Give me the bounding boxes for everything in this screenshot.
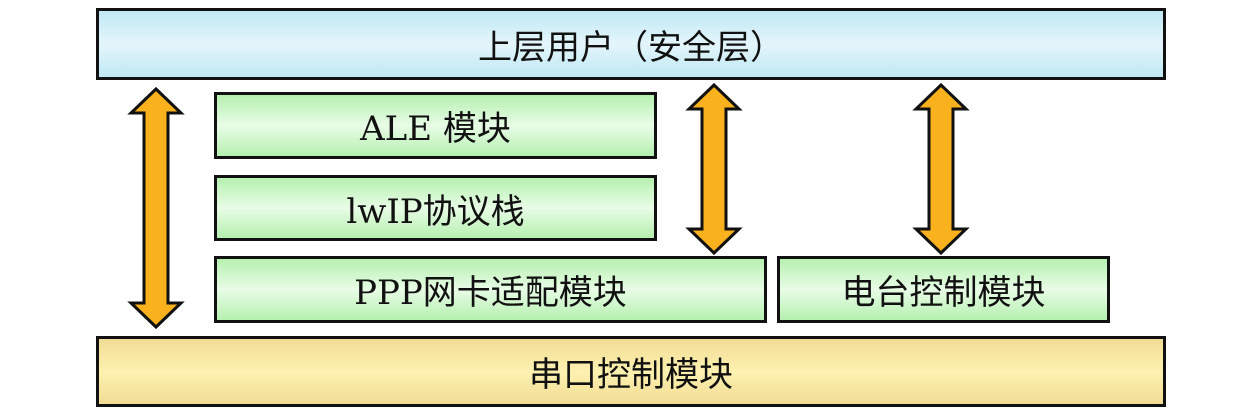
lwip-stack-module: lwIP协议栈 — [214, 175, 657, 241]
upper-user-security-layer: 上层用户（安全层） — [96, 8, 1166, 80]
radio-control-module: 电台控制模块 — [777, 256, 1110, 323]
ppp-adapter-module: PPP网卡适配模块 — [214, 256, 767, 323]
ale-module: ALE 模块 — [214, 92, 657, 159]
lwip-module-label: lwIP协议栈 — [346, 191, 525, 232]
double-arrow-icon — [685, 82, 743, 256]
arrow-top-to-serial — [127, 86, 185, 330]
serial-module-label: 串口控制模块 — [529, 355, 733, 395]
double-arrow-icon — [127, 86, 185, 330]
double-arrow-icon — [912, 82, 970, 256]
ppp-module-label: PPP网卡适配模块 — [354, 273, 627, 313]
serial-control-module: 串口控制模块 — [96, 336, 1166, 407]
ale-module-label: ALE 模块 — [360, 109, 511, 149]
upper-layer-label: 上层用户（安全层） — [478, 27, 784, 68]
radio-module-label: 电台控制模块 — [841, 273, 1046, 313]
arrow-top-to-radio — [912, 82, 970, 256]
arrow-top-to-ppp — [685, 82, 743, 256]
